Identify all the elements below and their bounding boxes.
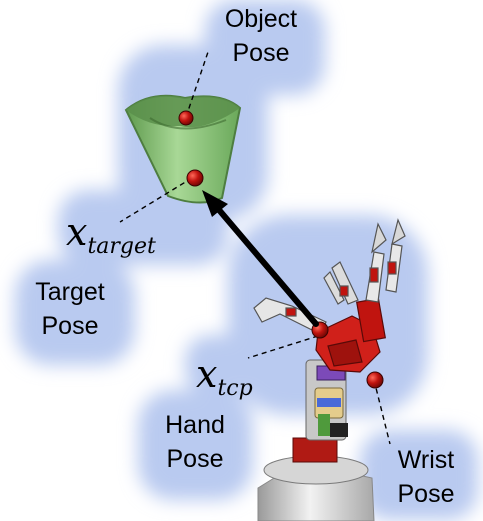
label-wrist-pose-line1: Wrist	[397, 446, 455, 474]
label-target-pose-line1: Target	[35, 278, 105, 306]
label-hand-pose: Hand Pose	[152, 408, 238, 476]
pose-markers	[178, 110, 384, 389]
robot-hand-fingers	[253, 218, 406, 335]
label-x-target: xtarget	[66, 210, 156, 259]
x-tcp-base: x	[196, 352, 218, 396]
leader-object-pose	[185, 51, 209, 118]
label-hand-pose-line1: Hand	[165, 411, 225, 439]
motion-arrow	[202, 190, 319, 327]
label-wrist-pose: Wrist Pose	[380, 443, 472, 511]
x-target-subscript: target	[87, 234, 156, 259]
wrist-pose-marker	[366, 371, 384, 389]
background-glow	[15, 0, 478, 520]
robot-arm-base	[257, 455, 375, 521]
leader-wrist-pose	[373, 379, 391, 445]
label-object-pose-line1: Object	[224, 5, 298, 33]
x-tcp-subscript: tcp	[217, 376, 253, 401]
leader-x-tcp	[247, 335, 319, 359]
object-pose-marker	[178, 110, 194, 126]
leader-lines	[119, 51, 391, 445]
label-target-pose: Target Pose	[22, 275, 118, 343]
label-object-pose-line2: Pose	[232, 39, 290, 67]
label-x-tcp: xtcp	[196, 352, 253, 401]
label-hand-pose-line2: Pose	[166, 445, 224, 473]
target-marker	[186, 169, 204, 187]
label-wrist-pose-line2: Pose	[397, 480, 455, 508]
x-target-base: x	[66, 210, 88, 254]
label-target-pose-line2: Pose	[41, 312, 99, 340]
label-object-pose: Object Pose	[215, 2, 307, 70]
